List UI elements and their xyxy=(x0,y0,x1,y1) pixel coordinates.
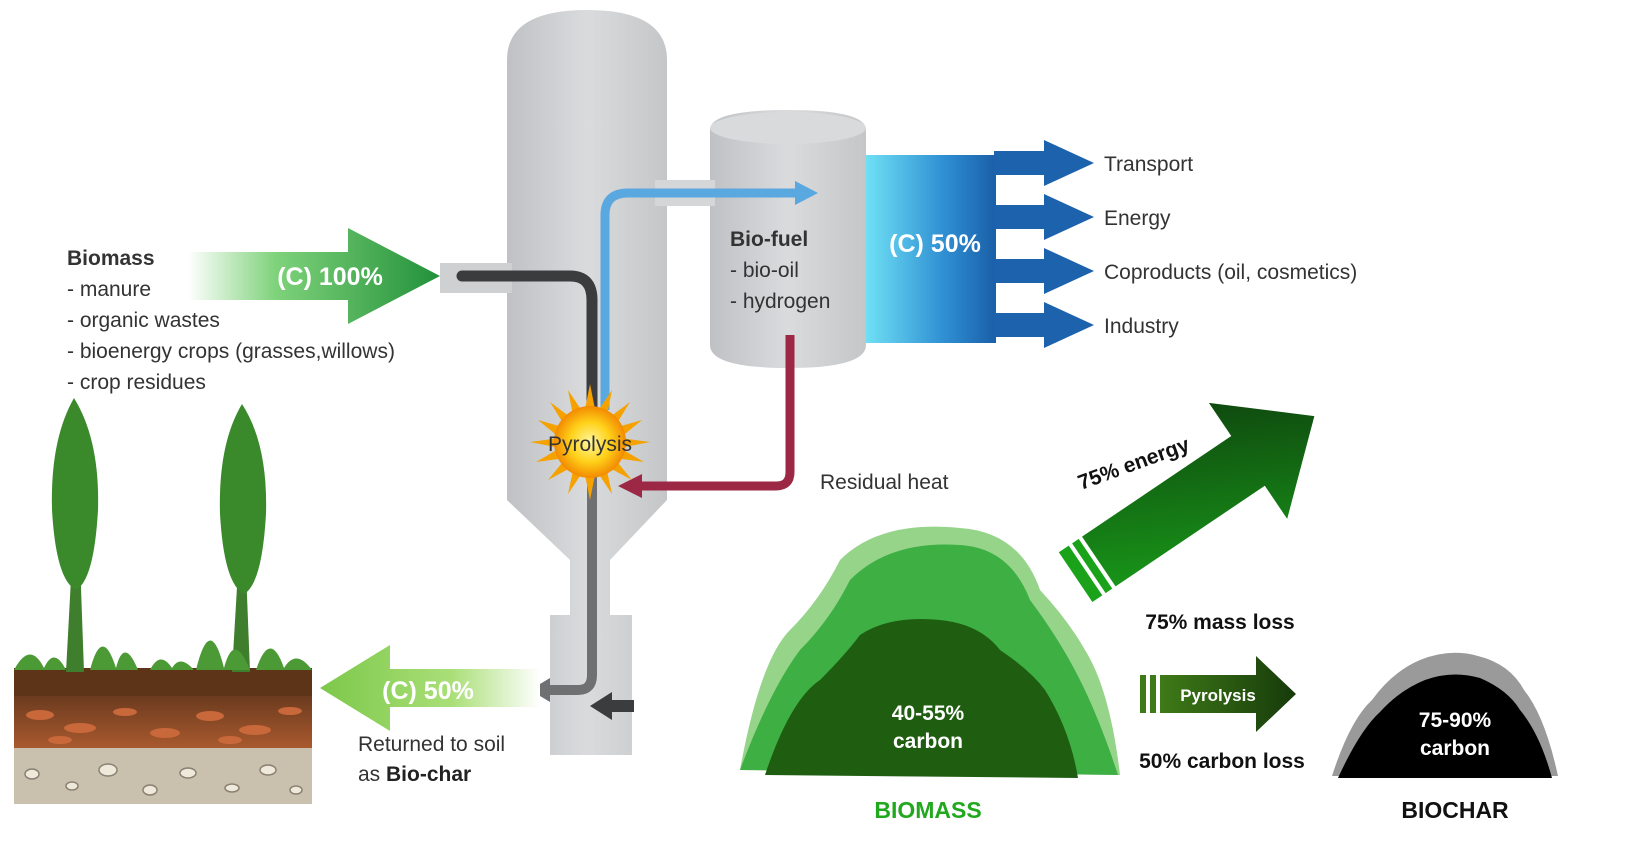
tree-right-icon xyxy=(219,404,267,672)
biomass-carbon-line1: 40-55% xyxy=(892,702,965,725)
soil-return-arrow xyxy=(320,645,540,731)
carbon-loss-label: 50% carbon loss xyxy=(1139,750,1305,773)
mass-loss-label: 75% mass loss xyxy=(1145,611,1294,634)
soil-caption-line1: Returned to soil xyxy=(358,733,505,756)
biochar-carbon-line2: carbon xyxy=(1420,737,1490,760)
soil-caption-line2: as Bio-char xyxy=(358,763,471,786)
biomass-item-organic-wastes: - organic wastes xyxy=(67,309,220,332)
biochar-discharge-line xyxy=(545,470,597,695)
biochar-mound xyxy=(1332,652,1558,778)
biofuel-tank xyxy=(710,110,866,368)
residual-heat-line xyxy=(638,335,795,491)
output-coproducts: Coproducts (oil, cosmetics) xyxy=(1104,261,1357,284)
biomass-feed-line xyxy=(456,270,598,426)
ground-plants xyxy=(14,640,312,670)
biomass-item-bioenergy-crops: - bioenergy crops (grasses,willows) xyxy=(67,340,395,363)
output-industry: Industry xyxy=(1104,315,1179,338)
conversion-pyrolysis-label: Pyrolysis xyxy=(1180,686,1256,705)
tree-left-icon xyxy=(51,398,99,672)
biofuel-item-hydrogen: - hydrogen xyxy=(730,290,830,313)
output-energy: Energy xyxy=(1104,207,1171,230)
biomass-name-label: BIOMASS xyxy=(874,797,981,823)
biomass-flow-label: (C) 100% xyxy=(277,263,383,291)
gas-line xyxy=(600,188,800,410)
bottom-inlet-arrowhead xyxy=(590,692,612,720)
biomass-carbon-line2: carbon xyxy=(893,730,963,753)
bottom-inlet-line xyxy=(610,700,634,712)
biochar-name-label: BIOCHAR xyxy=(1401,797,1509,823)
biomass-input-arrow xyxy=(188,228,440,324)
residual-heat-label: Residual heat xyxy=(820,471,949,494)
pyrolysis-burst-icon xyxy=(530,384,650,500)
biofuel-title: Bio-fuel xyxy=(730,228,808,251)
residual-heat-arrowhead xyxy=(618,474,642,498)
biofuel-item-bio-oil: - bio-oil xyxy=(730,259,799,282)
energy-arrow xyxy=(1058,402,1315,603)
biomass-title: Biomass xyxy=(67,247,155,270)
biomass-item-crop-residues: - crop residues xyxy=(67,371,206,394)
soil-profile xyxy=(14,668,312,804)
biofuel-flow-label: (C) 50% xyxy=(889,230,981,258)
biomass-item-manure: - manure xyxy=(67,278,151,301)
soil-flow-label: (C) 50% xyxy=(382,677,474,705)
biofuel-output-flow xyxy=(866,140,1094,348)
biochar-carbon-line1: 75-90% xyxy=(1419,709,1492,732)
pyrolysis-label: Pyrolysis xyxy=(548,433,632,456)
gas-line-arrowhead xyxy=(795,181,818,205)
biomass-mound xyxy=(740,526,1120,778)
output-transport: Transport xyxy=(1104,153,1193,176)
conversion-pyrolysis-arrow xyxy=(1140,656,1296,732)
